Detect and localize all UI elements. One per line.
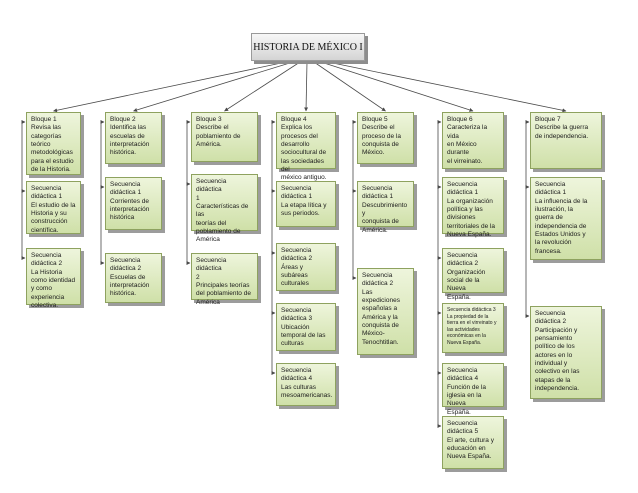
block-6-sequence-4-node: Secuencia didáctica 4 Función de la igle…	[442, 363, 504, 416]
block-1-sequence-2-node: Secuencia didáctica 2 La Historia como i…	[26, 248, 81, 309]
block-4-sequence-2-node: Secuencia didáctica 2 Áreas y subáreas c…	[276, 243, 336, 291]
block-5-node: Bloque 5 Describe el proceso de la conqu…	[357, 112, 414, 164]
block-3-sequence-2-node: Secuencia didáctica 2 Principales teoría…	[191, 253, 258, 306]
block-1-node: Bloque 1 Revisa las categorías teórico m…	[26, 112, 81, 175]
block-6-sequence-1-node: Secuencia didáctica 1 La organización po…	[442, 177, 504, 238]
block-4-sequence-4-node: Secuencia didáctica 4 Las culturas mesoa…	[276, 363, 336, 406]
block-5-sequence-2-node: Secuencia didáctica 2 Las expediciones e…	[357, 268, 414, 355]
block-2-node: Bloque 2 Identifica las escuelas de inte…	[105, 112, 162, 164]
block-7-sequence-2-node: Secuencia didáctica 2 Participación y pe…	[530, 306, 602, 399]
block-6-sequence-5-node: Secuencia didáctica 5 El arte, cultura y…	[442, 416, 504, 469]
block-7-sequence-1-node: Secuencia didáctica 1 La influencia de l…	[530, 177, 602, 260]
block-4-sequence-3-node: Secuencia didáctica 3 Ubicación temporal…	[276, 303, 336, 351]
diagram-title: HISTORIA DE MÉXICO I	[251, 33, 365, 61]
block-6-sequence-3-node: Secuencia didáctica 3 La propiedad de la…	[442, 303, 504, 353]
block-1-sequence-1-node: Secuencia didáctica 1 El estudio de la H…	[26, 181, 81, 234]
block-6-sequence-2-node: Secuencia didáctica 2 Organización socia…	[442, 248, 504, 301]
block-2-sequence-2-node: Secuencia didáctica 2 Escuelas de interp…	[105, 253, 162, 303]
block-3-sequence-1-node: Secuencia didáctica 1 Características de…	[191, 174, 258, 243]
block-6-node: Bloque 6 Caracteriza la vida en México d…	[442, 112, 504, 169]
block-4-sequence-1-node: Secuencia didáctica 1 La etapa lítica y …	[276, 181, 336, 227]
block-4-node: Bloque 4 Explica los procesos del desarr…	[276, 112, 336, 181]
block-7-node: Bloque 7 Describe la guerra de independe…	[530, 112, 602, 169]
block-5-sequence-1-node: Secuencia didáctica 1 Descubrimiento y c…	[357, 181, 414, 234]
block-3-node: Bloque 3 Describe el poblamiento de Amér…	[191, 112, 258, 162]
block-2-sequence-1-node: Secuencia didáctica 1 Corrientes de inte…	[105, 177, 162, 230]
